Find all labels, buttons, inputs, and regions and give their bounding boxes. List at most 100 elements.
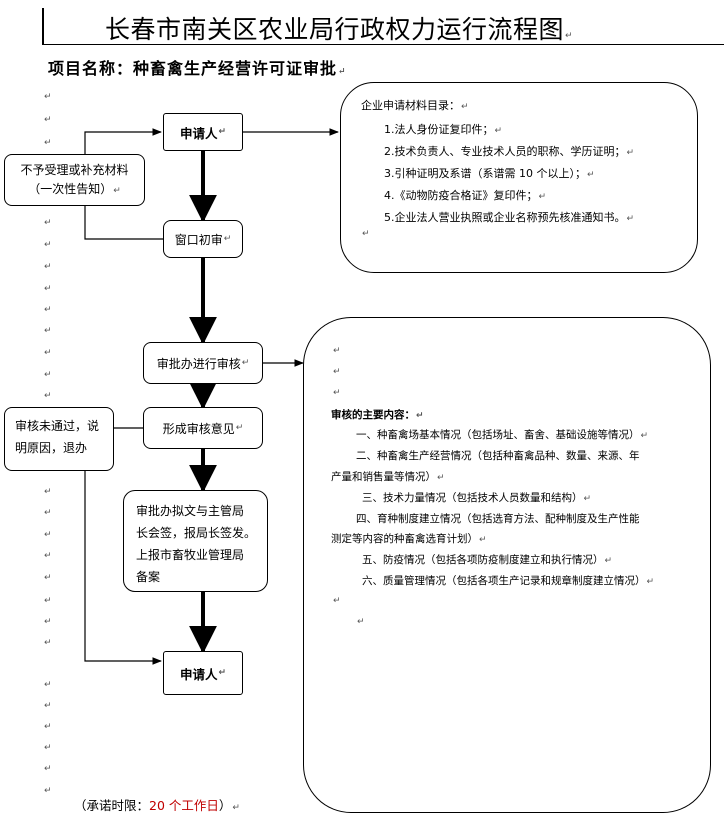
applicant-label: 申请人	[179, 666, 218, 682]
page-title: 长春市南关区农业局行政权力运行流程图↵	[105, 10, 573, 46]
review-item: 五、防疫情况（包括各项防疫制度建立和执行情况）↵	[362, 552, 612, 567]
paragraph-mark: ↵	[44, 743, 52, 753]
paragraph-mark: ↵	[44, 262, 52, 272]
paragraph-mark: ↵	[44, 348, 52, 358]
reject-supplement-box: 不予受理或补充材料 （一次性告知）↵	[4, 154, 145, 206]
paragraph-mark: ↵	[44, 551, 52, 561]
review-item: 四、育种制度建立情况（包括选育方法、配种制度及生产性能	[356, 511, 640, 526]
materials-item-text: 3.引种证明及系谱（系谱需 10 个以上）；	[384, 167, 586, 180]
review-item: 测定等内容的种畜禽选育计划）↵	[331, 531, 487, 546]
materials-panel: 企业申请材料目录：↵ 1.法人身份证复印件；↵ 2.技术负责人、专业技术人员的职…	[340, 82, 698, 273]
review-item-text: 三、技术力量情况（包括技术人员数量和结构）	[362, 492, 583, 504]
review-item-text: 五、防疫情况（包括各项防疫制度建立和执行情况）	[362, 554, 604, 566]
paragraph-mark: ↵	[626, 148, 635, 158]
materials-heading: 企业申请材料目录：↵	[361, 97, 469, 113]
office-submit-box: 审批办拟文与主管局 长会签，报局长签发。 上报市畜牧业管理局 备案	[123, 490, 268, 592]
paragraph-mark: ↵	[44, 305, 52, 315]
review-item: 三、技术力量情况（包括技术人员数量和结构）↵	[362, 490, 591, 505]
review-item-text: 二、种畜禽生产经营情况（包括种畜禽品种、数量、来源、年	[356, 450, 640, 462]
page-title-text: 长春市南关区农业局行政权力运行流程图	[105, 15, 565, 44]
paragraph-mark: ↵	[223, 234, 232, 244]
commitment-prefix: （承诺时限：	[74, 798, 150, 813]
paragraph-mark: ↵	[44, 680, 52, 690]
review-item: 一、种畜禽场基本情况（包括场址、畜舍、基础设施等情况）↵	[356, 427, 648, 442]
paragraph-mark: ↵	[44, 284, 52, 294]
paragraph-mark: ↵	[416, 411, 424, 421]
paragraph-mark: ↵	[44, 638, 52, 648]
reject-supplement-line: （一次性告知）	[28, 182, 113, 196]
office-review-box: 审批办进行审核↵	[143, 342, 263, 384]
paragraph-mark: ↵	[44, 764, 52, 774]
review-panel: ↵ ↵ ↵ 审核的主要内容：↵ 一、种畜禽场基本情况（包括场址、畜舍、基础设施等…	[303, 317, 711, 813]
review-item-text: 一、种畜禽场基本情况（包括场址、畜舍、基础设施等情况）	[356, 429, 640, 441]
paragraph-mark: ↵	[437, 473, 445, 483]
paragraph-mark: ↵	[357, 617, 365, 627]
review-item-text: 产量和销售量等情况）	[331, 471, 436, 483]
reject-review-line: 明原因，退办	[15, 441, 88, 455]
review-item: 产量和销售量等情况）↵	[331, 469, 445, 484]
paragraph-mark: ↵	[44, 722, 52, 732]
paragraph-mark: ↵	[333, 388, 341, 398]
materials-item: 4.《动物防疫合格证》复印件；↵	[384, 187, 546, 203]
paragraph-mark: ↵	[44, 138, 52, 148]
commitment-time: （承诺时限：20 个工作日）↵	[74, 795, 240, 814]
title-left-border	[42, 8, 44, 44]
commitment-suffix: ）	[218, 798, 232, 813]
review-item-text: 六、质量管理情况（包括各项生产记录和规章制度建立情况）	[362, 575, 646, 587]
office-submit-line: 上报市畜牧业管理局	[136, 548, 245, 562]
paragraph-mark: ↵	[44, 218, 52, 228]
office-submit-line: 备案	[136, 570, 161, 584]
paragraph-mark: ↵	[626, 214, 635, 224]
project-line: 项目名称：种畜禽生产经营许可证审批↵	[48, 55, 347, 79]
reject-supplement-line: 不予受理或补充材料	[20, 163, 129, 177]
paragraph-mark: ↵	[235, 423, 244, 433]
paragraph-mark: ↵	[586, 170, 595, 180]
paragraph-mark: ↵	[646, 577, 655, 587]
form-opinion-label: 形成审核意见	[162, 421, 235, 436]
paragraph-mark: ↵	[333, 346, 341, 356]
paragraph-mark: ↵	[44, 487, 52, 497]
review-item-text: 测定等内容的种畜禽选育计划）	[331, 533, 478, 545]
paragraph-mark: ↵	[44, 508, 52, 518]
paragraph-mark: ↵	[494, 126, 503, 136]
review-item-text: 四、育种制度建立情况（包括选育方法、配种制度及生产性能	[356, 513, 640, 525]
materials-item-text: 1.法人身份证复印件；	[384, 123, 494, 136]
commitment-limit: 20 个工作日	[149, 798, 219, 813]
office-submit-line: 长会签，报局长签发。	[136, 526, 257, 540]
title-underline	[42, 44, 724, 45]
paragraph-mark: ↵	[44, 326, 52, 336]
paragraph-mark: ↵	[44, 240, 52, 250]
reject-loop-1-arrow	[84, 128, 162, 154]
materials-item-text: 2.技术负责人、专业技术人员的职称、学历证明；	[384, 145, 626, 158]
applicant-label: 申请人	[179, 125, 218, 141]
office-review-label: 审批办进行审核	[156, 356, 241, 371]
materials-item-text: 5.企业法人营业执照或企业名称预先核准通知书。	[384, 211, 626, 224]
paragraph-mark: ↵	[338, 67, 347, 77]
review-heading-text: 审核的主要内容：	[331, 409, 415, 421]
materials-item: 2.技术负责人、专业技术人员的职称、学历证明；↵	[384, 143, 634, 159]
window-check-label: 窗口初审	[174, 232, 223, 247]
paragraph-mark: ↵	[333, 367, 341, 377]
paragraph-mark: ↵	[583, 494, 592, 504]
paragraph-mark: ↵	[44, 391, 52, 401]
paragraph-mark: ↵	[479, 535, 487, 545]
paragraph-mark: ↵	[44, 701, 52, 711]
paragraph-mark: ↵	[565, 31, 574, 41]
materials-item-text: 4.《动物防疫合格证》复印件；	[384, 189, 538, 202]
paragraph-mark: ↵	[44, 573, 52, 583]
review-item: 六、质量管理情况（包括各项生产记录和规章制度建立情况）↵	[362, 573, 654, 588]
paragraph-mark: ↵	[333, 596, 341, 606]
paragraph-mark: ↵	[538, 192, 547, 202]
materials-heading-text: 企业申请材料目录：	[361, 99, 460, 112]
paragraph-mark: ↵	[113, 186, 121, 196]
materials-item: 5.企业法人营业执照或企业名称预先核准通知书。↵	[384, 209, 634, 225]
paragraph-mark: ↵	[218, 127, 227, 137]
reject-review-box: 审核未通过，说 明原因，退办	[4, 407, 114, 471]
review-item: 二、种畜禽生产经营情况（包括种畜禽品种、数量、来源、年	[356, 448, 640, 463]
reject-review-line: 审核未通过，说	[15, 419, 100, 433]
paragraph-mark: ↵	[362, 229, 370, 239]
paragraph-mark: ↵	[44, 370, 52, 380]
materials-item: 3.引种证明及系谱（系谱需 10 个以上）；↵	[384, 165, 595, 181]
